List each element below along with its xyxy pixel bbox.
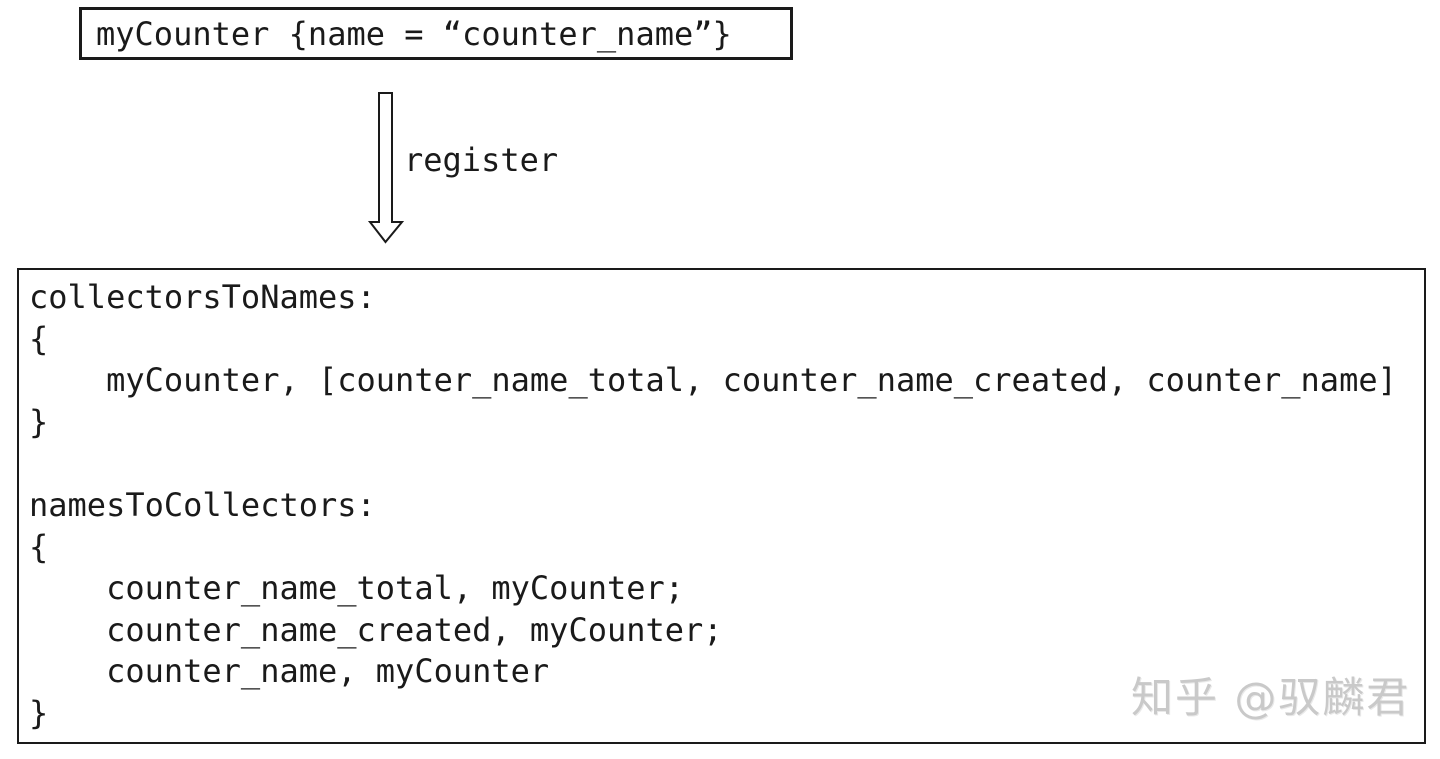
registry-code-line: counter_name, myCounter (29, 652, 550, 691)
registry-code-line: { (29, 319, 49, 358)
down-arrow-icon (367, 92, 405, 244)
registry-code-line: counter_name_created, myCounter; (29, 610, 723, 649)
register-arrow-label: register (404, 141, 559, 179)
registry-code-line: } (29, 402, 49, 441)
registry-code-line: namesToCollectors: (29, 485, 376, 524)
registry-code-line: { (29, 527, 49, 566)
zhihu-watermark: 知乎 @驭麟君 (1131, 673, 1411, 722)
register-arrow (364, 92, 408, 244)
registry-code-line (29, 443, 1414, 485)
registry-code-line: collectorsToNames: (29, 278, 376, 316)
registry-code-line: myCounter, [counter_name_total, counter_… (29, 361, 1397, 400)
collector-definition-box: myCounter {name = “counter_name”} (79, 7, 793, 60)
collector-definition-code: myCounter {name = “counter_name”} (96, 14, 732, 53)
registry-code-line: } (29, 693, 49, 732)
registry-code-line: counter_name_total, myCounter; (29, 569, 685, 608)
registry-state-box: collectorsToNames: { myCounter, [counter… (17, 268, 1426, 744)
